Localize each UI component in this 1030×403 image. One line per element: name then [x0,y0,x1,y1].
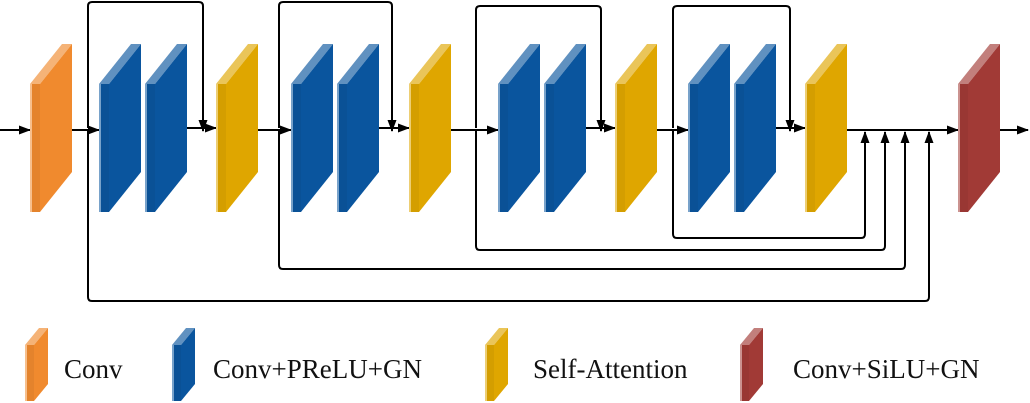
legend-item-self-attention: Self-Attention [485,328,688,401]
legend-item-conv: Conv [25,328,123,401]
legend-label: Conv+PReLU+GN [213,354,422,384]
red-block-icon [740,328,763,401]
skip-loop [87,1,208,132]
self-attention-block [615,44,657,212]
orange-block-icon [25,328,48,401]
blue-block-icon [172,328,195,401]
conv-prelu-gn-block [544,44,586,212]
conv-prelu-gn-block [291,44,333,212]
legend-item-conv-prelu-gn: Conv+PReLU+GN [172,328,422,401]
long-skip [87,130,934,302]
conv-prelu-gn-block [145,44,187,212]
legend-item-conv-silu-gn: Conv+SiLU+GN [740,328,979,401]
skip-loop [475,5,606,132]
self-attention-block [409,44,451,212]
yellow-block-icon [485,328,508,401]
skip-loop [672,5,795,132]
conv-prelu-gn-block [688,44,730,212]
conv-prelu-gn-block [734,44,776,212]
self-attention-block [805,44,847,212]
conv-prelu-gn-block [337,44,379,212]
long-skip [475,130,890,251]
legend-label: Conv [64,354,123,384]
long-skip [672,130,870,239]
blocks [30,44,1000,212]
conv-prelu-gn-block [99,44,141,212]
skip-loop [278,1,397,132]
legend-label: Conv+SiLU+GN [793,354,979,384]
connections [0,1,1029,302]
conv-block [30,44,72,212]
long-skip [278,130,910,270]
conv-prelu-gn-block [498,44,540,212]
legend-label: Self-Attention [533,354,688,384]
legend: Conv Conv+PReLU+GN Self-Attention Conv+S… [25,328,979,401]
self-attention-block [216,44,258,212]
conv-silu-gn-block [958,44,1000,212]
